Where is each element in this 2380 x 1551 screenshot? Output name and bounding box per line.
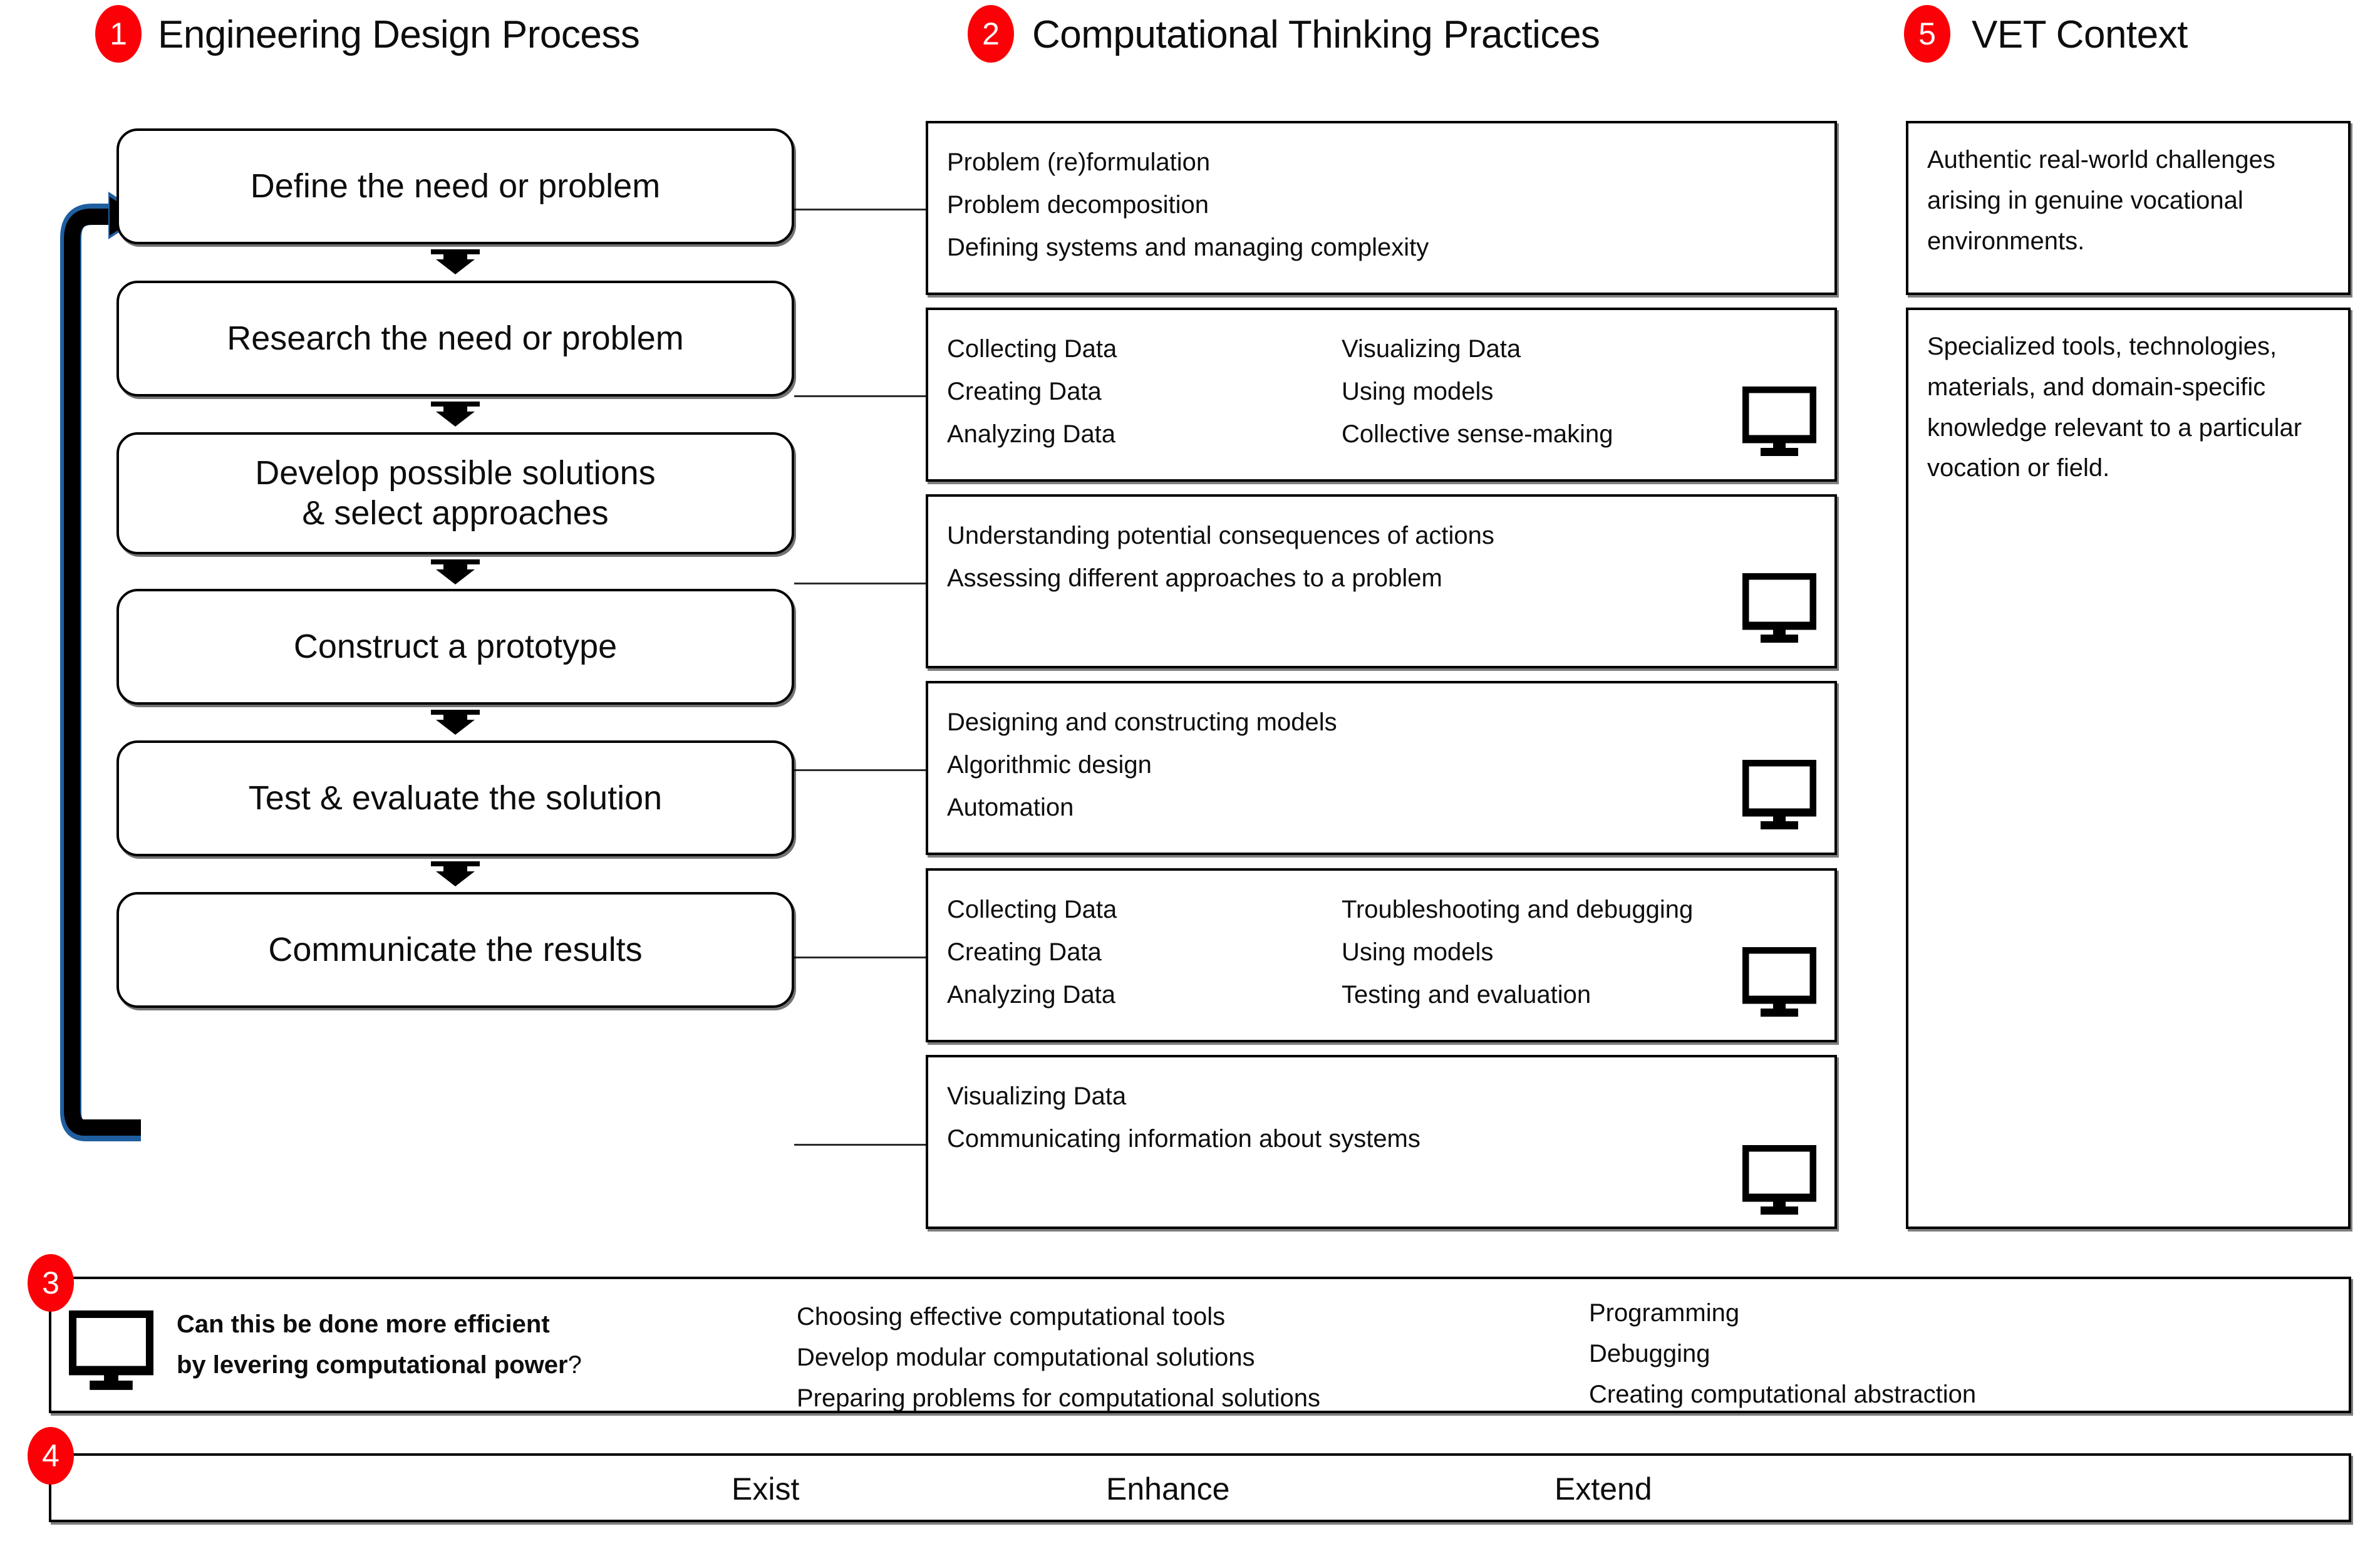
section-3-question: Can this be done more efficient by lever… (177, 1304, 582, 1386)
badge-3: 3 (28, 1254, 74, 1312)
ct-box-5-col2: Troubleshooting and debugging Using mode… (1342, 888, 1693, 1016)
edp-step-4-label: Construct a prototype (293, 627, 618, 665)
ct-item: Creating Data (947, 938, 1102, 966)
monitor-icon (1742, 947, 1816, 1017)
edp-step-5-label: Test & evaluate the solution (248, 779, 663, 817)
ct-item: Visualizing Data (1342, 335, 1521, 363)
section-4-label-enhance: Enhance (1106, 1471, 1230, 1507)
edp-step-5[interactable]: Test & evaluate the solution (116, 740, 794, 856)
connector-1 (794, 209, 927, 210)
ct-item: Assessing different approaches to a prob… (947, 564, 1442, 592)
flow-arrow-1-2 (431, 248, 480, 276)
ct-box-5-col1: Collecting Data Creating Data Analyzing … (947, 888, 1117, 1016)
edp-step-2[interactable]: Research the need or problem (116, 281, 794, 397)
ct-item: Troubleshooting and debugging (1342, 896, 1694, 923)
edp-step-4[interactable]: Construct a prototype (116, 589, 794, 705)
section-3-question-line1: Can this be done more efficient (177, 1310, 550, 1338)
edp-step-3-label-line1: Develop possible solutions (255, 454, 656, 492)
section-4-label-exist: Exist (732, 1471, 800, 1507)
flow-arrow-4-5 (431, 708, 480, 736)
section-4-strip[interactable]: Exist Enhance Extend (49, 1453, 2351, 1522)
ct-box-6[interactable]: Visualizing Data Communicating informati… (926, 1055, 1837, 1229)
vet-box-2-text: Specialized tools, technologies, materia… (1927, 333, 2302, 482)
ct-item: Automation (947, 794, 1074, 821)
ct-item: Develop modular computational solutions (797, 1343, 1255, 1371)
badge-4: 4 (28, 1427, 74, 1485)
vet-box-2[interactable]: Specialized tools, technologies, materia… (1906, 308, 2351, 1229)
monitor-icon (1742, 386, 1816, 457)
ct-item: Problem (re)formulation (947, 148, 1211, 176)
section-3-col2: Programming Debugging Creating computati… (1589, 1293, 1976, 1414)
ct-box-3[interactable]: Understanding potential consequences of … (926, 494, 1837, 668)
badge-1: 1 (95, 5, 142, 63)
ct-item: Problem decomposition (947, 191, 1209, 219)
ct-item: Preparing problems for computational sol… (797, 1384, 1320, 1412)
ct-item: Analyzing Data (947, 420, 1116, 448)
connector-2 (794, 395, 927, 397)
edp-step-6[interactable]: Communicate the results (116, 892, 794, 1008)
ct-item: Choosing effective computational tools (797, 1303, 1226, 1331)
ct-item: Debugging (1589, 1339, 1710, 1367)
column-title-ct: Computational Thinking Practices (1032, 13, 1600, 56)
ct-box-6-col1: Visualizing Data Communicating informati… (947, 1075, 1420, 1160)
vet-box-1-text: Authentic real-world challenges arising … (1927, 146, 2275, 255)
column-title-edp: Engineering Design Process (158, 13, 640, 56)
connector-3 (794, 583, 927, 584)
edp-step-1-label: Define the need or problem (250, 167, 661, 205)
ct-item: Understanding potential consequences of … (947, 522, 1494, 549)
ct-item: Algorithmic design (947, 751, 1152, 779)
ct-item: Communicating information about systems (947, 1125, 1420, 1153)
ct-item: Using models (1342, 938, 1494, 966)
ct-box-1[interactable]: Problem (re)formulation Problem decompos… (926, 121, 1837, 295)
vet-box-1[interactable]: Authentic real-world challenges arising … (1906, 121, 2351, 295)
ct-item: Creating Data (947, 378, 1102, 405)
edp-step-3-label-line2: & select approaches (302, 494, 609, 532)
ct-box-4[interactable]: Designing and constructing models Algori… (926, 681, 1837, 855)
ct-item: Defining systems and managing complexity (947, 234, 1429, 261)
edp-step-6-label: Communicate the results (268, 930, 643, 968)
ct-item: Analyzing Data (947, 981, 1116, 1009)
section-3-col1: Choosing effective computational tools D… (797, 1297, 1320, 1418)
ct-item: Designing and constructing models (947, 708, 1337, 736)
section-3-strip[interactable]: Can this be done more efficient by lever… (49, 1277, 2351, 1413)
flow-arrow-5-6 (431, 860, 480, 888)
badge-2: 2 (968, 5, 1014, 63)
ct-item: Testing and evaluation (1342, 981, 1591, 1009)
flow-arrow-2-3 (431, 400, 480, 428)
section-3-question-mark: ? (567, 1351, 582, 1379)
ct-item: Visualizing Data (947, 1082, 1127, 1110)
ct-box-1-col1: Problem (re)formulation Problem decompos… (947, 141, 1429, 269)
section-4-label-extend: Extend (1555, 1471, 1652, 1507)
ct-item: Creating computational abstraction (1589, 1380, 1977, 1408)
ct-box-5[interactable]: Collecting Data Creating Data Analyzing … (926, 868, 1837, 1042)
connector-5 (794, 957, 927, 958)
flow-arrow-3-4 (431, 558, 480, 586)
section-3-question-line2: by levering computational power (177, 1351, 568, 1379)
ct-box-2-col2: Visualizing Data Using models Collective… (1342, 328, 1613, 455)
monitor-icon (69, 1310, 153, 1391)
ct-box-2-col1: Collecting Data Creating Data Analyzing … (947, 328, 1117, 455)
edp-step-1[interactable]: Define the need or problem (116, 128, 794, 244)
monitor-icon (1742, 573, 1816, 643)
ct-item: Collecting Data (947, 896, 1117, 923)
edp-step-2-label: Research the need or problem (227, 319, 684, 357)
ct-box-3-col1: Understanding potential consequences of … (947, 514, 1494, 599)
connector-4 (794, 769, 927, 771)
ct-item: Programming (1589, 1299, 1740, 1327)
ct-box-2[interactable]: Collecting Data Creating Data Analyzing … (926, 308, 1837, 482)
monitor-icon (1742, 760, 1816, 830)
connector-6 (794, 1144, 927, 1146)
ct-item: Using models (1342, 378, 1494, 405)
ct-item: Collective sense-making (1342, 420, 1613, 448)
ct-box-4-col1: Designing and constructing models Algori… (947, 701, 1337, 829)
edp-step-3[interactable]: Develop possible solutions & select appr… (116, 432, 794, 554)
column-title-vet: VET Context (1972, 13, 2188, 56)
monitor-icon (1742, 1145, 1816, 1215)
badge-5: 5 (1904, 5, 1950, 63)
ct-item: Collecting Data (947, 335, 1117, 363)
